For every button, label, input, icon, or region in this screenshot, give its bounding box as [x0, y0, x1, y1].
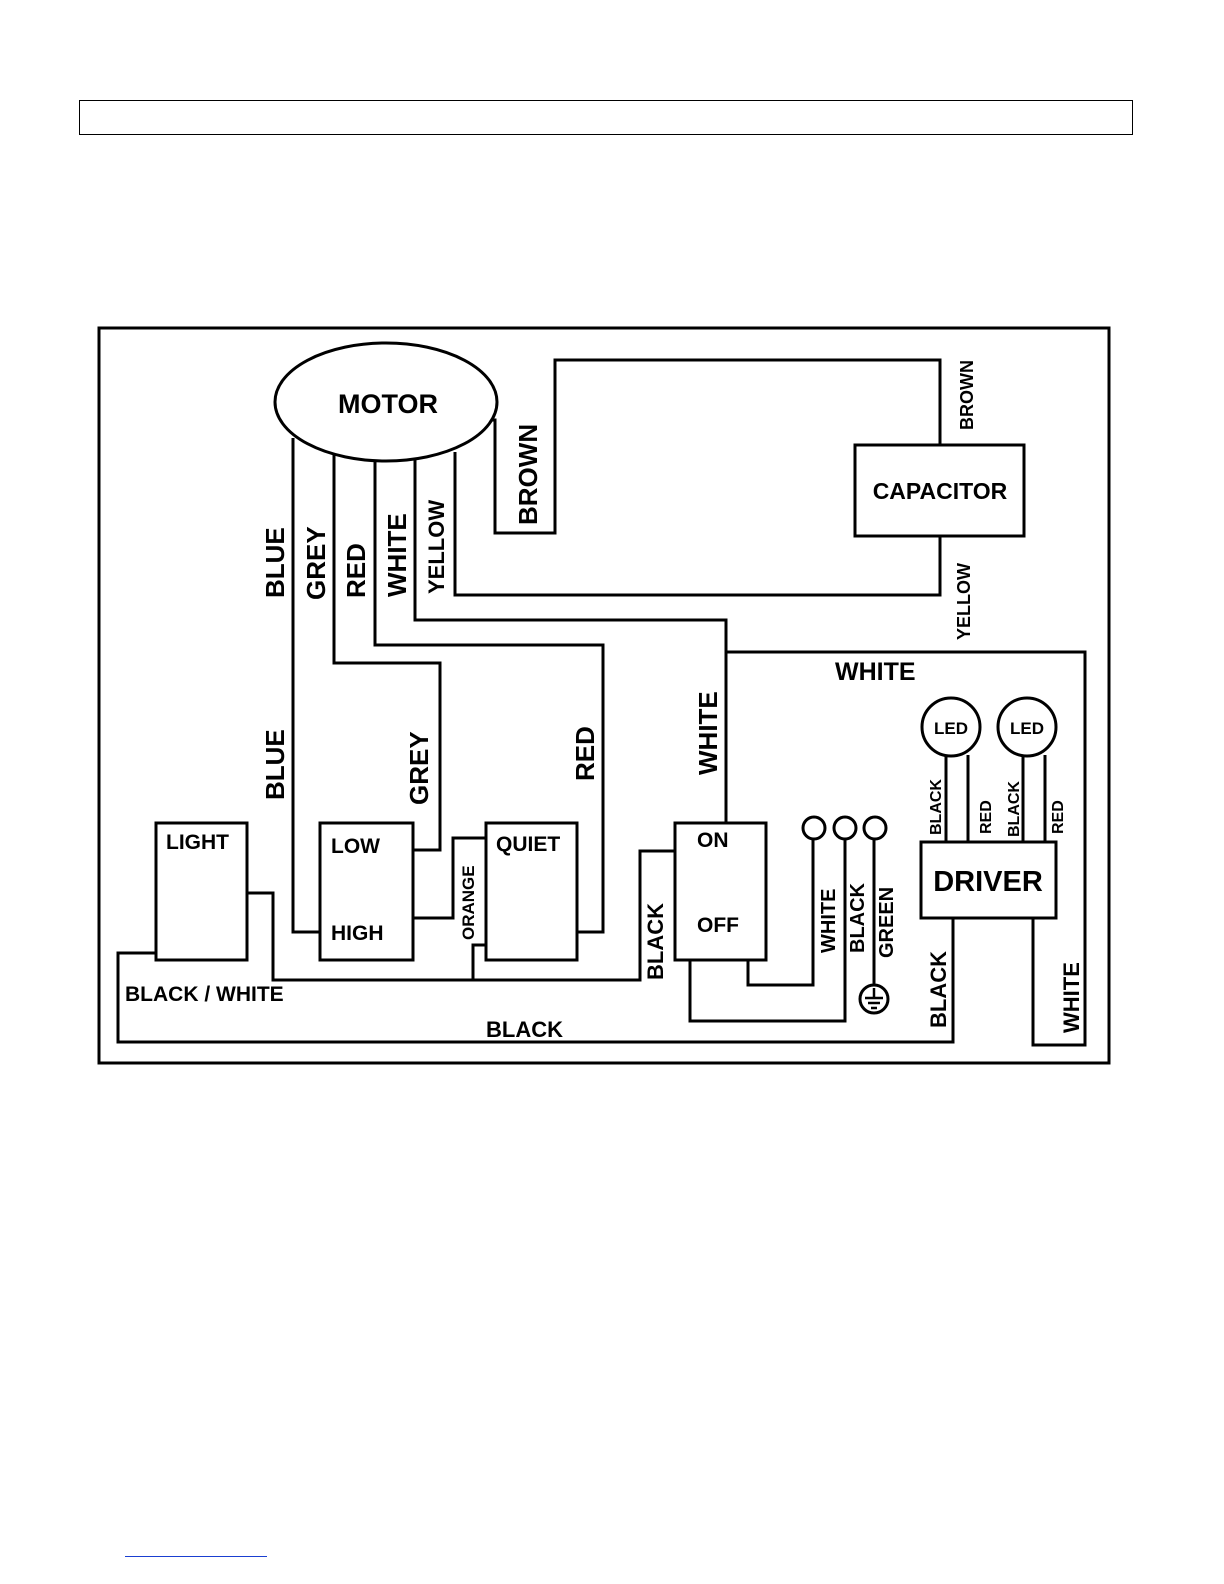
wire-quiet-black	[473, 945, 486, 980]
wire-label-term-green: GREEN	[876, 887, 898, 958]
wire-label-red-lower: RED	[570, 726, 600, 781]
wire-label-led2-red: RED	[1050, 800, 1067, 834]
led-1-label: LED	[934, 719, 968, 738]
terminal-white	[803, 817, 825, 839]
light-label: LIGHT	[166, 831, 229, 854]
footer-rule	[125, 1556, 267, 1557]
wire-label-driver-white: WHITE	[1059, 962, 1084, 1033]
on-label: ON	[697, 829, 729, 852]
wire-label-white-upper: WHITE	[382, 513, 412, 597]
wire-label-led1-black: BLACK	[928, 779, 945, 835]
wire-label-yellow-upper: YELLOW	[424, 500, 449, 594]
off-label: OFF	[697, 914, 739, 937]
wire-label-brown-motor: BROWN	[513, 424, 543, 525]
wire-label-led1-red: RED	[978, 800, 995, 834]
terminal-black	[834, 817, 856, 839]
terminal-green	[864, 817, 886, 839]
wire-label-brown-cap: BROWN	[957, 360, 977, 430]
high-label: HIGH	[331, 922, 384, 945]
wire-label-black-white: BLACK / WHITE	[125, 983, 284, 1006]
wire-label-white-top: WHITE	[835, 658, 916, 686]
low-label: LOW	[331, 835, 380, 858]
wire-label-grey-upper: GREY	[301, 526, 331, 600]
wire-label-term-white: WHITE	[818, 889, 840, 953]
wire-label-led2-black: BLACK	[1006, 781, 1023, 837]
motor-label: MOTOR	[338, 389, 438, 419]
wire-label-black-switch: BLACK	[643, 903, 668, 980]
capacitor-label: CAPACITOR	[873, 478, 1008, 504]
wire-label-grey-lower: GREY	[404, 731, 434, 805]
wire-label-blue-lower: BLUE	[260, 729, 290, 800]
driver-label: DRIVER	[933, 866, 1043, 898]
wire-blue	[293, 438, 320, 932]
wire-label-blue-upper: BLUE	[260, 527, 290, 598]
wire-label-black-bottom: BLACK	[486, 1017, 563, 1042]
quiet-label: QUIET	[496, 833, 560, 856]
wire-label-term-black: BLACK	[847, 882, 869, 953]
led-2-label: LED	[1010, 719, 1044, 738]
wire-label-red-upper: RED	[341, 543, 371, 598]
wire-label-white-switch: WHITE	[693, 691, 723, 775]
wire-label-driver-black: BLACK	[926, 951, 951, 1028]
wire-label-yellow-cap: YELLOW	[954, 563, 974, 640]
wire-label-orange: ORANGE	[459, 865, 478, 940]
